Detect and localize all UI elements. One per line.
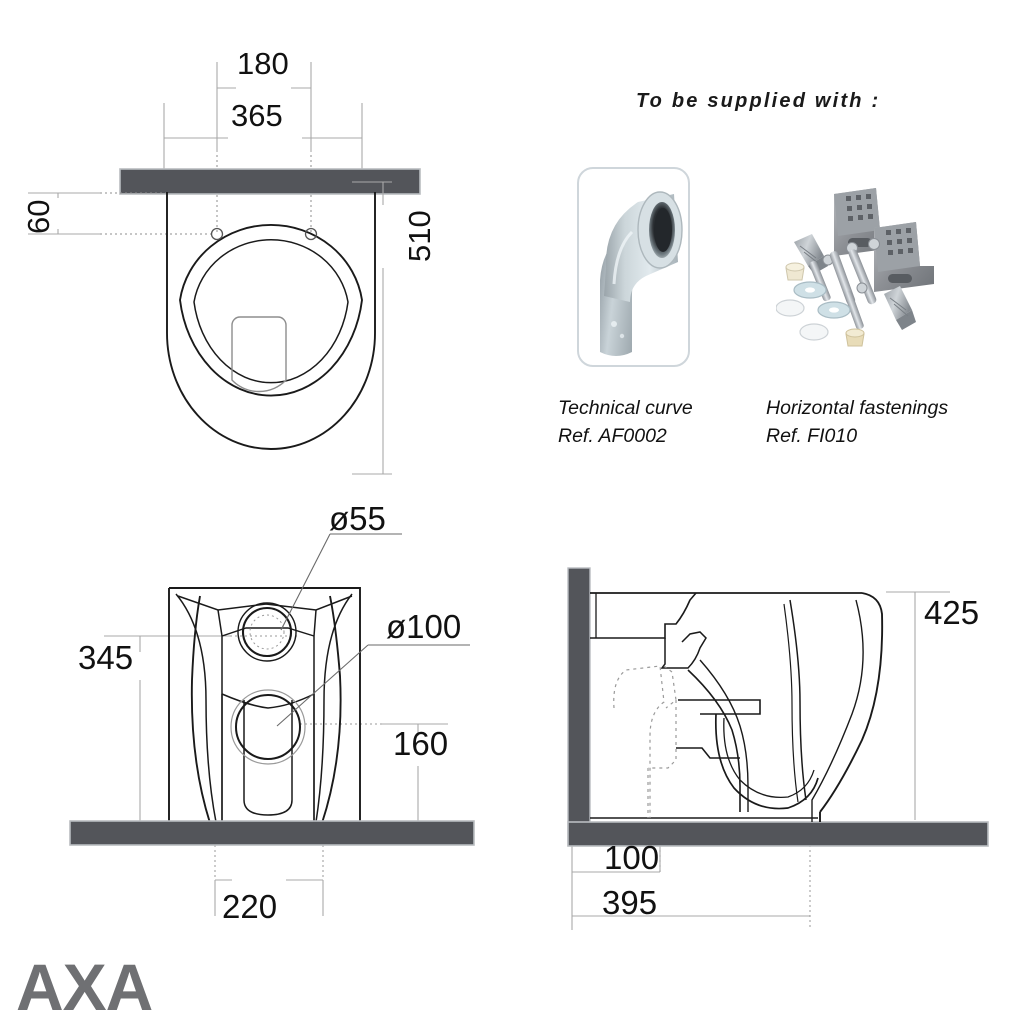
outlet-circle-outer xyxy=(235,694,301,760)
caption-horizontal-fastenings-name: Horizontal fastenings xyxy=(766,397,949,419)
caption-technical-curve-name: Technical curve xyxy=(558,397,693,419)
dim-395-label: 395 xyxy=(602,884,658,921)
axa-logo: AXA xyxy=(16,950,153,1024)
caption-technical-curve-ref: Ref. AF0002 xyxy=(558,425,667,448)
dim-395-lines xyxy=(571,872,810,930)
caption-horizontal-fastenings-ref: Ref. FI010 xyxy=(766,425,858,448)
dim-345-label: 345 xyxy=(78,639,134,676)
dim-160-lines xyxy=(382,723,448,828)
inlet-circle-ring xyxy=(237,602,297,662)
floor-bar-front xyxy=(69,820,475,846)
dim-425-lines xyxy=(886,591,950,820)
seat-ring-outer xyxy=(179,224,363,397)
dim-d55-label: ø55 xyxy=(329,500,386,537)
pipe-elbow-photo xyxy=(600,191,683,356)
washer-4 xyxy=(799,323,829,341)
supplied-with-title: To be supplied with : xyxy=(636,90,881,112)
floor-bar-side xyxy=(567,821,989,847)
cap-nut-1 xyxy=(785,262,805,281)
outlet-circle-ring xyxy=(230,689,306,765)
dim-220-lines xyxy=(214,879,324,916)
inlet-circle-outer xyxy=(241,606,293,658)
wall-bar-side xyxy=(567,567,591,846)
wall-plug-2 xyxy=(884,286,916,330)
bracket-screw-kit-photo xyxy=(776,188,934,347)
bowl-inner-u xyxy=(714,713,819,810)
bowl-left-front xyxy=(168,588,212,824)
screw-4 xyxy=(844,282,868,330)
seat-ring-inner xyxy=(193,239,349,384)
caption-horizontal-fastenings: Horizontal fastenings Ref. FI010 xyxy=(766,394,948,451)
mounting-hole-left xyxy=(210,227,224,241)
hidden-pipe-outline xyxy=(613,665,677,818)
caption-technical-curve: Technical curve Ref. AF0002 xyxy=(558,394,693,451)
mounting-hole-right xyxy=(304,227,318,241)
dim-425-label: 425 xyxy=(924,594,980,631)
dim-510-lines xyxy=(352,181,392,475)
bowl-outer-plan xyxy=(166,192,376,450)
dim-220-label: 220 xyxy=(222,888,278,925)
dim-160-label: 160 xyxy=(393,725,449,762)
dim-60-lines xyxy=(28,192,100,235)
bowl-outer-side xyxy=(819,592,884,813)
dim-100-lines xyxy=(571,845,661,873)
dim-365-lines xyxy=(163,103,363,178)
l-bracket-2 xyxy=(874,222,934,292)
dim-365-label: 365 xyxy=(231,98,283,133)
leader-d55 xyxy=(280,533,402,631)
dim-180-label: 180 xyxy=(237,46,289,81)
dim-100-label: 100 xyxy=(604,839,660,876)
dim-180-lines xyxy=(216,62,312,152)
lid-detail-plan xyxy=(231,316,287,393)
screw-3 xyxy=(848,238,880,305)
leader-d100 xyxy=(276,644,470,727)
washer-3 xyxy=(776,299,805,317)
dim-345-lines xyxy=(104,635,230,828)
inlet-recess-side xyxy=(590,592,697,639)
dim-d100-label: ø100 xyxy=(386,608,462,645)
cap-nut-2 xyxy=(845,328,865,347)
